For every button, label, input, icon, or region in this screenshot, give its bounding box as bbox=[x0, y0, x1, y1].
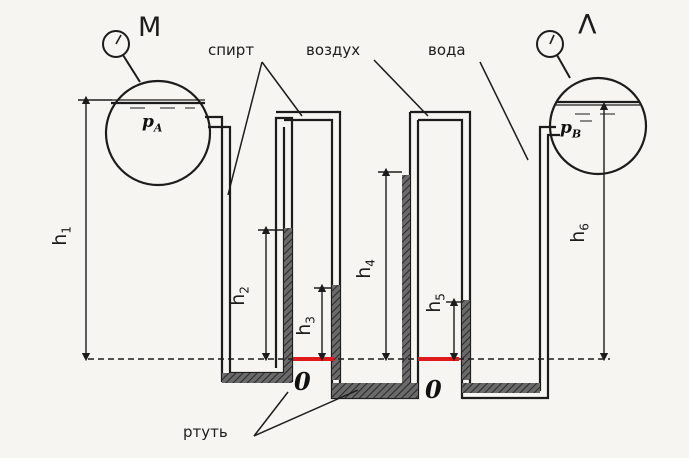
label-water: вода bbox=[428, 41, 466, 59]
datum-right-label: 0 bbox=[425, 375, 442, 404]
gauge-right-label: V bbox=[578, 7, 597, 38]
vessel-a bbox=[104, 79, 212, 187]
height-label-h4: h4 bbox=[352, 259, 378, 279]
datum-left-label: 0 bbox=[294, 367, 311, 396]
height-label-h2: h2 bbox=[226, 286, 252, 306]
mercury-fill bbox=[222, 175, 540, 398]
height-label-h5: h5 bbox=[422, 293, 448, 313]
label-alcohol: спирт bbox=[208, 41, 255, 59]
label-mercury: ртуть bbox=[183, 423, 228, 441]
gauge-right-dial bbox=[536, 30, 564, 58]
pressure-b-label: pB bbox=[560, 118, 582, 141]
height-label-h3: h3 bbox=[292, 316, 318, 336]
gauge-left-label: М bbox=[138, 12, 162, 43]
height-label-h1: h1 bbox=[48, 226, 74, 246]
height-label-h6: h6 bbox=[566, 223, 592, 243]
label-air: воздух bbox=[306, 41, 361, 59]
pressure-a-label: pA bbox=[142, 112, 163, 135]
gauge-left-dial bbox=[102, 30, 130, 58]
